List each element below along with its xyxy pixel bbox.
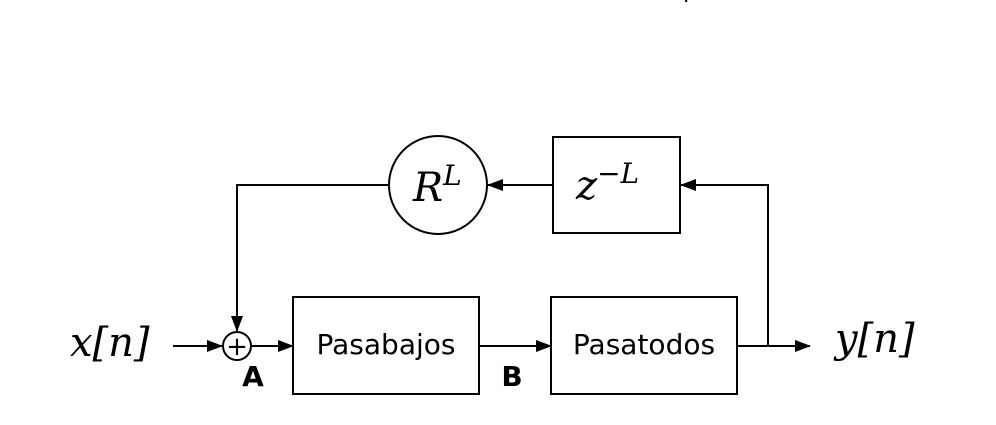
delay-exponent: −L [597, 157, 639, 190]
allpass-filter-block: Pasatodos [550, 296, 738, 395]
stray-dot-mark: · [683, 0, 689, 13]
feedback-gain-label: RL [412, 159, 462, 211]
node-a-label: A [242, 360, 264, 393]
allpass-label: Pasatodos [573, 328, 715, 361]
delay-base: z [575, 163, 598, 209]
feedback-gain-node: RL [388, 135, 488, 235]
input-signal-label: x[n] [70, 320, 150, 366]
adder-plus-symbol: + [226, 332, 248, 362]
output-signal-label: y[n] [833, 316, 915, 362]
feedback-return-line [231, 184, 389, 332]
summing-junction: + [222, 331, 252, 362]
node-b-label: B [501, 360, 522, 393]
delay-label: z−L [575, 157, 639, 209]
gain-base: R [412, 165, 443, 211]
lowpass-filter-block: Pasabajos [292, 296, 480, 395]
lowpass-label: Pasabajos [317, 328, 456, 361]
delay-block: z−L [552, 136, 681, 234]
feedback-takeoff-line [680, 179, 769, 346]
gain-exponent: L [442, 159, 462, 192]
